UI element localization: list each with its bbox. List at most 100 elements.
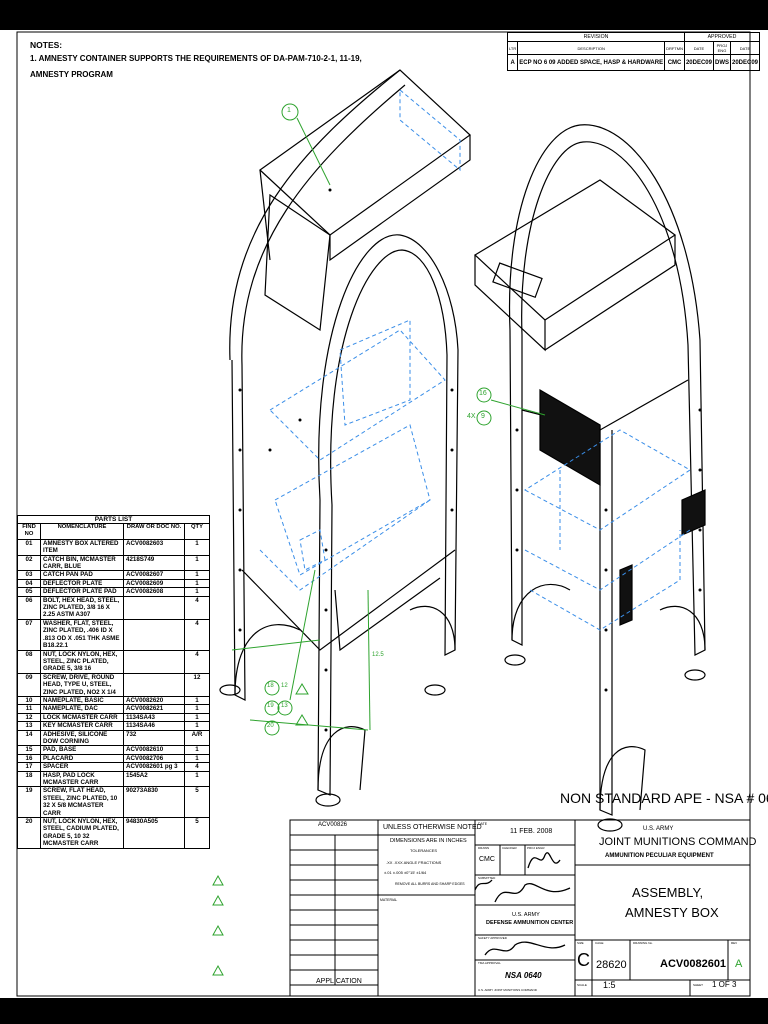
- drawing-scale: 1:5: [603, 980, 616, 990]
- doc-no-cell: [123, 595, 185, 620]
- nomenclature-cell: SCREW, DRIVE, ROUND HEAD, TYPE U, STEEL,…: [40, 672, 124, 697]
- qty-cell: 5: [184, 786, 210, 819]
- rev-drftmn: CMC: [664, 54, 685, 71]
- ape-label: NON STANDARD APE - NSA # 0640: [560, 790, 768, 806]
- title-line-2: AMNESTY BOX: [625, 905, 719, 920]
- tma-label: TMA APPROVAL: [478, 961, 501, 965]
- callout-1: 1: [287, 107, 291, 114]
- qty-cell: 5: [184, 817, 210, 849]
- proj-engr-label: PROJ ENGR: [527, 846, 545, 850]
- tol-numbers: ±.01 ±.005 ±0°15' ±1/64: [384, 870, 427, 875]
- qty-cell: 1: [184, 753, 210, 764]
- rev-ltr: A: [506, 54, 519, 71]
- title-line-1: ASSEMBLY,: [632, 885, 704, 900]
- qty-cell: 4: [184, 618, 210, 651]
- sheet-label: SHEET: [693, 983, 704, 987]
- qty-cell: 1: [184, 570, 210, 580]
- drawing-number: ACV0082601: [660, 958, 727, 970]
- unless-noted: UNLESS OTHERWISE NOTED: [383, 824, 482, 831]
- material-label: MATERIAL: [380, 898, 398, 902]
- drawing-size: C: [577, 950, 590, 970]
- doc-no-cell: [123, 672, 185, 697]
- sheet-number: 1 OF 3: [712, 980, 737, 989]
- scale-label: SCALE: [577, 983, 587, 987]
- remove-burrs: REMOVE ALL BURRS AND SHARP EDGES: [395, 882, 465, 886]
- dimension-label: 12.5: [372, 652, 384, 658]
- right-amnesty-box: [474, 124, 706, 832]
- size-label: SIZE: [577, 941, 584, 945]
- dac-line-2: DEFENSE AMMUNITION CENTER: [486, 920, 574, 926]
- note-line-2: AMNESTY PROGRAM: [30, 70, 113, 79]
- qty-cell: 1: [184, 587, 210, 597]
- rev-label: REV: [731, 941, 738, 945]
- callout-19: 19: [267, 703, 274, 709]
- drawing-date: 11 FEB. 2008: [510, 828, 553, 835]
- doc-no-cell: [123, 618, 185, 651]
- nsa-number: NSA 0640: [505, 971, 542, 980]
- callout-20: 20: [267, 723, 274, 729]
- submitted-label: SUBMITTED: [478, 876, 496, 880]
- callout-12: 12: [281, 683, 288, 689]
- left-amnesty-box: [219, 69, 471, 807]
- drawn-label: DRAWN: [478, 846, 490, 850]
- doc-no-cell: 94830A505: [123, 817, 185, 849]
- callout-13: 13: [281, 703, 288, 709]
- callout-16: 16: [479, 390, 487, 397]
- rev-date2: 20DEC09: [729, 54, 761, 71]
- tol-values: .XX .XXX ANGLE FRACTIONS: [386, 860, 442, 865]
- tolerances: TOLERANCES: [410, 848, 438, 853]
- nomenclature-cell: HASP, PAD LOCK MCMASTER CARR: [40, 770, 124, 788]
- callout-18: 18: [267, 683, 274, 689]
- rev-date: 20DEC09: [683, 54, 714, 71]
- cage-code: 28620: [596, 959, 627, 971]
- rev-desc: ECP NO 6 09 ADDED SPACE, HASP & HARDWARE: [517, 54, 666, 71]
- org-line-1: U.S. ARMY: [643, 826, 674, 832]
- dac-line-1: U.S. ARMY: [512, 912, 540, 918]
- nomenclature-cell: BOLT, HEX HEAD, STEEL, ZINC PLATED, 3/8 …: [40, 595, 124, 620]
- safety-label: SAFETY APPROVED: [478, 936, 507, 940]
- drawing-sheet: NOTES: 1. AMNESTY CONTAINER SUPPORTS THE…: [0, 30, 768, 998]
- org-line-2: JOINT MUNITIONS COMMAND: [599, 836, 757, 848]
- checker-label: CHECKER: [502, 846, 517, 850]
- callout-4x: 4X: [467, 413, 476, 420]
- find-no-cell: 06: [17, 595, 41, 620]
- qty-cell: 12: [184, 672, 210, 697]
- nomenclature-cell: NUT, LOCK NYLON, HEX, STEEL, CADIUM PLAT…: [40, 817, 124, 849]
- qty-cell: 1: [184, 704, 210, 714]
- cage-label: CAGE: [595, 941, 604, 945]
- nomenclature-cell: SCREW, FLAT HEAD, STEEL, ZINC PLATED, 10…: [40, 786, 124, 819]
- qty-cell: 1: [184, 770, 210, 788]
- qty-cell: 4: [184, 762, 210, 772]
- qty-cell: 1: [184, 745, 210, 755]
- qty-cell: 1: [184, 578, 210, 589]
- qty-cell: 1: [184, 695, 210, 706]
- jmc-small: U.S. ARMY JOINT MUNITIONS COMMAND: [478, 988, 537, 992]
- parts-list: PARTS LIST FIND NO NOMENCLATURE DRAW OR …: [17, 515, 210, 849]
- drawing-rev: A: [735, 958, 743, 970]
- nomenclature-cell: WASHER, FLAT, STEEL, ZINC PLATED, .406 I…: [40, 618, 124, 651]
- notes-title: NOTES:: [30, 40, 63, 50]
- note-line-1: 1. AMNESTY CONTAINER SUPPORTS THE REQUIR…: [30, 54, 362, 63]
- find-no-cell: 20: [17, 817, 41, 849]
- qty-cell: 1: [184, 712, 210, 723]
- date-label: DATE: [478, 822, 488, 826]
- drawn-by: CMC: [479, 856, 495, 863]
- qty-cell: 4: [184, 649, 210, 674]
- qty-cell: 1: [184, 721, 210, 731]
- parts-list-title: PARTS LIST: [17, 515, 210, 523]
- qty-cell: 4: [184, 595, 210, 620]
- callout-9: 9: [481, 413, 485, 420]
- isometric-drawing: [16, 31, 751, 997]
